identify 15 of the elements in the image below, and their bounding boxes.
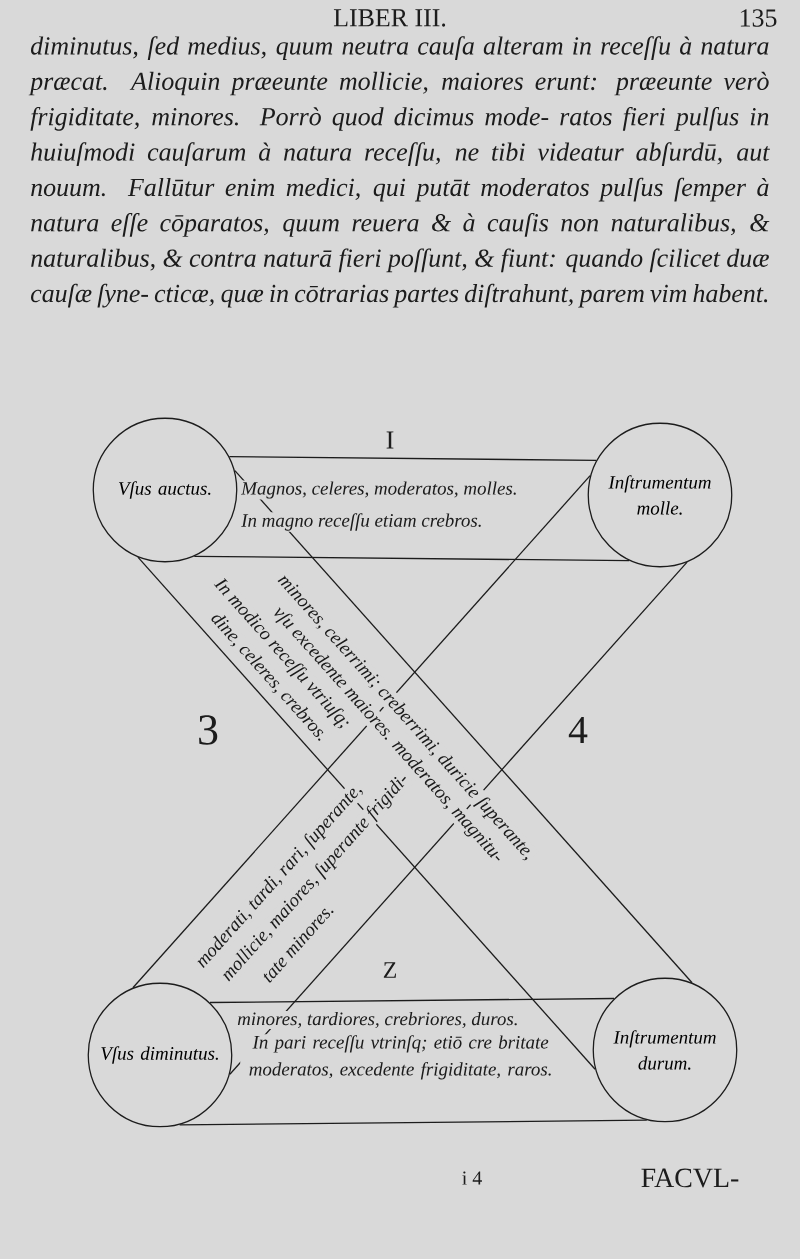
node-label: minores, tardiores, crebriores, duros. xyxy=(237,1011,517,1029)
catchword: FACVL- xyxy=(641,1168,739,1188)
band-number: 4 xyxy=(568,716,588,744)
node-label: In pari receſſu vtrinſq; etiō cre britate moderatos, excedente frigiditate, raros. xyxy=(249,1035,551,1080)
band-number: I xyxy=(386,431,394,449)
band-text: minores, tardiores, crebriores, duros. In pari receſſu vtrinſq; etiō cre britate moderatos, excedente frigiditate, raros. xyxy=(236,1010,561,1081)
band-number: Z xyxy=(383,962,396,978)
page-number: 135 xyxy=(740,9,777,27)
band-number: 3 xyxy=(199,715,218,745)
node-label: In magno receſſu etiam crebros. xyxy=(241,513,481,531)
text-paragraph: diminutus, ſed medius, quum neutra cauſa alteram in receſſu à natura præcat. Alioquin præeunte mollicie, maiores erunt: præeunte verò frigiditate, minores. Porrò quod dicimus mode- ratos fieri pulſus in huiuſmodi cauſarum à natura receſſu, ne tibi videatur abſurdū, aut nouum. Fallūtur enim medici, qui putāt moderatos pulſus ſemper à natura eſſe cōparatos, quum reuera & à cauſis non naturalibus, & naturalibus, & contra naturā fieri poſſunt, & fiunt: quando ſcilicet duæ cauſæ ſyne- cticæ, quæ in cōtrarias partes diſtrahunt, parem vim habent. xyxy=(28,36,770,308)
band-text: Magnos, celeres, moderatos, molles. In magno receſſu etiam crebros. xyxy=(240,480,519,532)
signature-mark: i 4 xyxy=(462,1171,482,1185)
node-label: Magnos, celeres, moderatos, molles. xyxy=(240,481,516,499)
running-head: LIBER III. xyxy=(333,9,446,27)
